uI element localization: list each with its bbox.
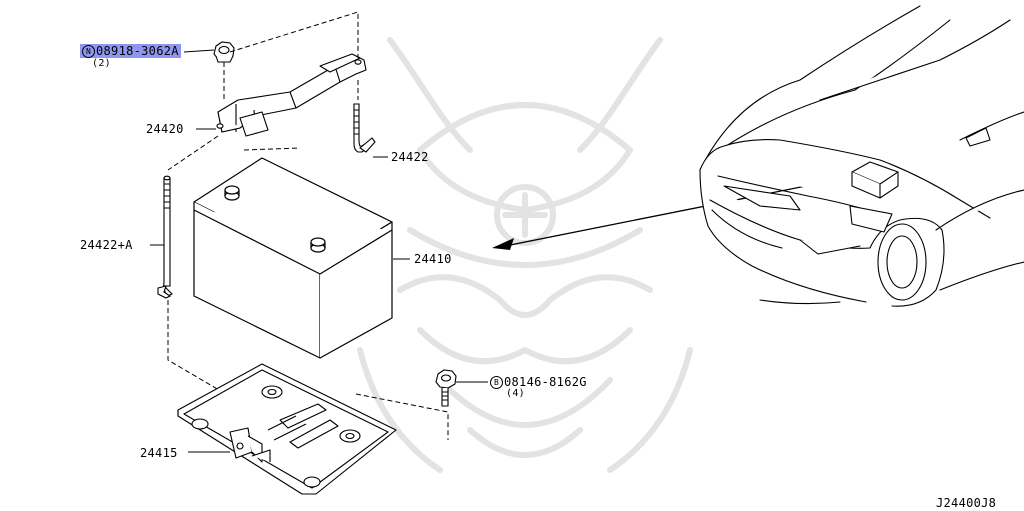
nut-qty: (2) [92,58,111,69]
samurai-helmet-watermark-icon [357,37,693,473]
bolt-prefix-badge: B [490,376,503,389]
leader-lines [150,49,488,453]
nut-part-number: 08918-3062A [96,44,179,58]
nut-prefix-badge: N [82,45,95,58]
car-front-icon [699,5,1024,307]
battery [193,157,393,359]
j-hook-rod-left [157,175,173,299]
location-arrow [492,177,847,250]
rod-right-part-number[interactable]: 24422 [391,150,429,164]
battery-hold-down-frame [216,53,367,137]
battery-tray [177,363,397,495]
assembly-guide-lines [167,11,449,471]
bolt-part-number: 08146-8162G [504,375,587,389]
j-hook-rod-right [353,103,376,153]
rod-left-part-number[interactable]: 24422+A [80,238,133,252]
bolt-qty: (4) [506,388,525,399]
diagram-id: J24400J8 [936,496,997,510]
nut-icon [213,41,235,63]
tray-part-number[interactable]: 24415 [140,446,178,460]
frame-part-number[interactable]: 24420 [146,122,184,136]
battery-part-number[interactable]: 24410 [414,252,452,266]
bolt-icon [435,369,457,407]
